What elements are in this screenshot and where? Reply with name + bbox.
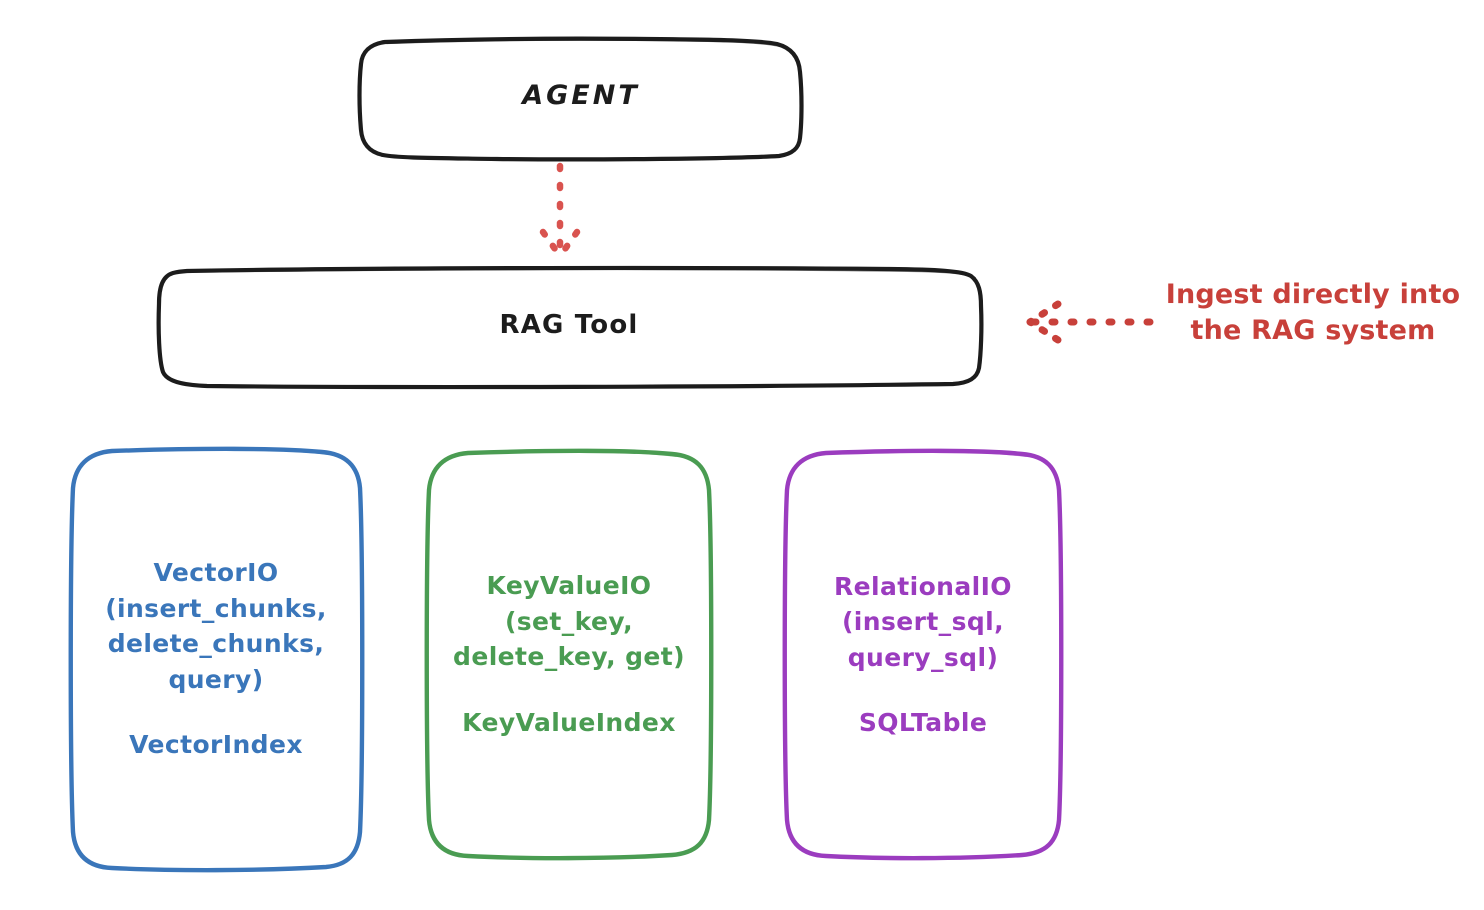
annotation-ingest-label: Ingest directly into the RAG system — [1165, 279, 1461, 347]
agent-label: AGENT — [522, 80, 640, 112]
rag-tool-label: RAG Tool — [499, 310, 639, 341]
key-value-io-primary-label: KeyValueIO (set_key, delete_key, get) — [453, 571, 685, 671]
connector-ingest-to-rag-tool — [1026, 300, 1154, 344]
relational-io-secondary-label: SQLTable — [858, 708, 988, 737]
node-rag-tool[interactable]: RAG Tool — [155, 265, 984, 390]
node-agent[interactable]: AGENT — [355, 36, 807, 162]
vector-io-secondary-label: VectorIndex — [129, 730, 303, 760]
node-vector-io[interactable]: VectorIO (insert_chunks, delete_chunks, … — [68, 446, 365, 873]
relational-io-primary-label: RelationalIO (insert_sql, query_sql) — [834, 571, 1012, 672]
node-key-value-io[interactable]: KeyValueIO (set_key, delete_key, get) Ke… — [424, 448, 714, 861]
node-relational-io[interactable]: RelationalIO (insert_sql, query_sql) SQL… — [782, 448, 1064, 861]
key-value-io-secondary-label: KeyValueIndex — [462, 707, 676, 737]
connector-agent-to-rag-tool — [539, 162, 581, 260]
vector-io-primary-label: VectorIO (insert_chunks, delete_chunks, … — [105, 558, 327, 694]
